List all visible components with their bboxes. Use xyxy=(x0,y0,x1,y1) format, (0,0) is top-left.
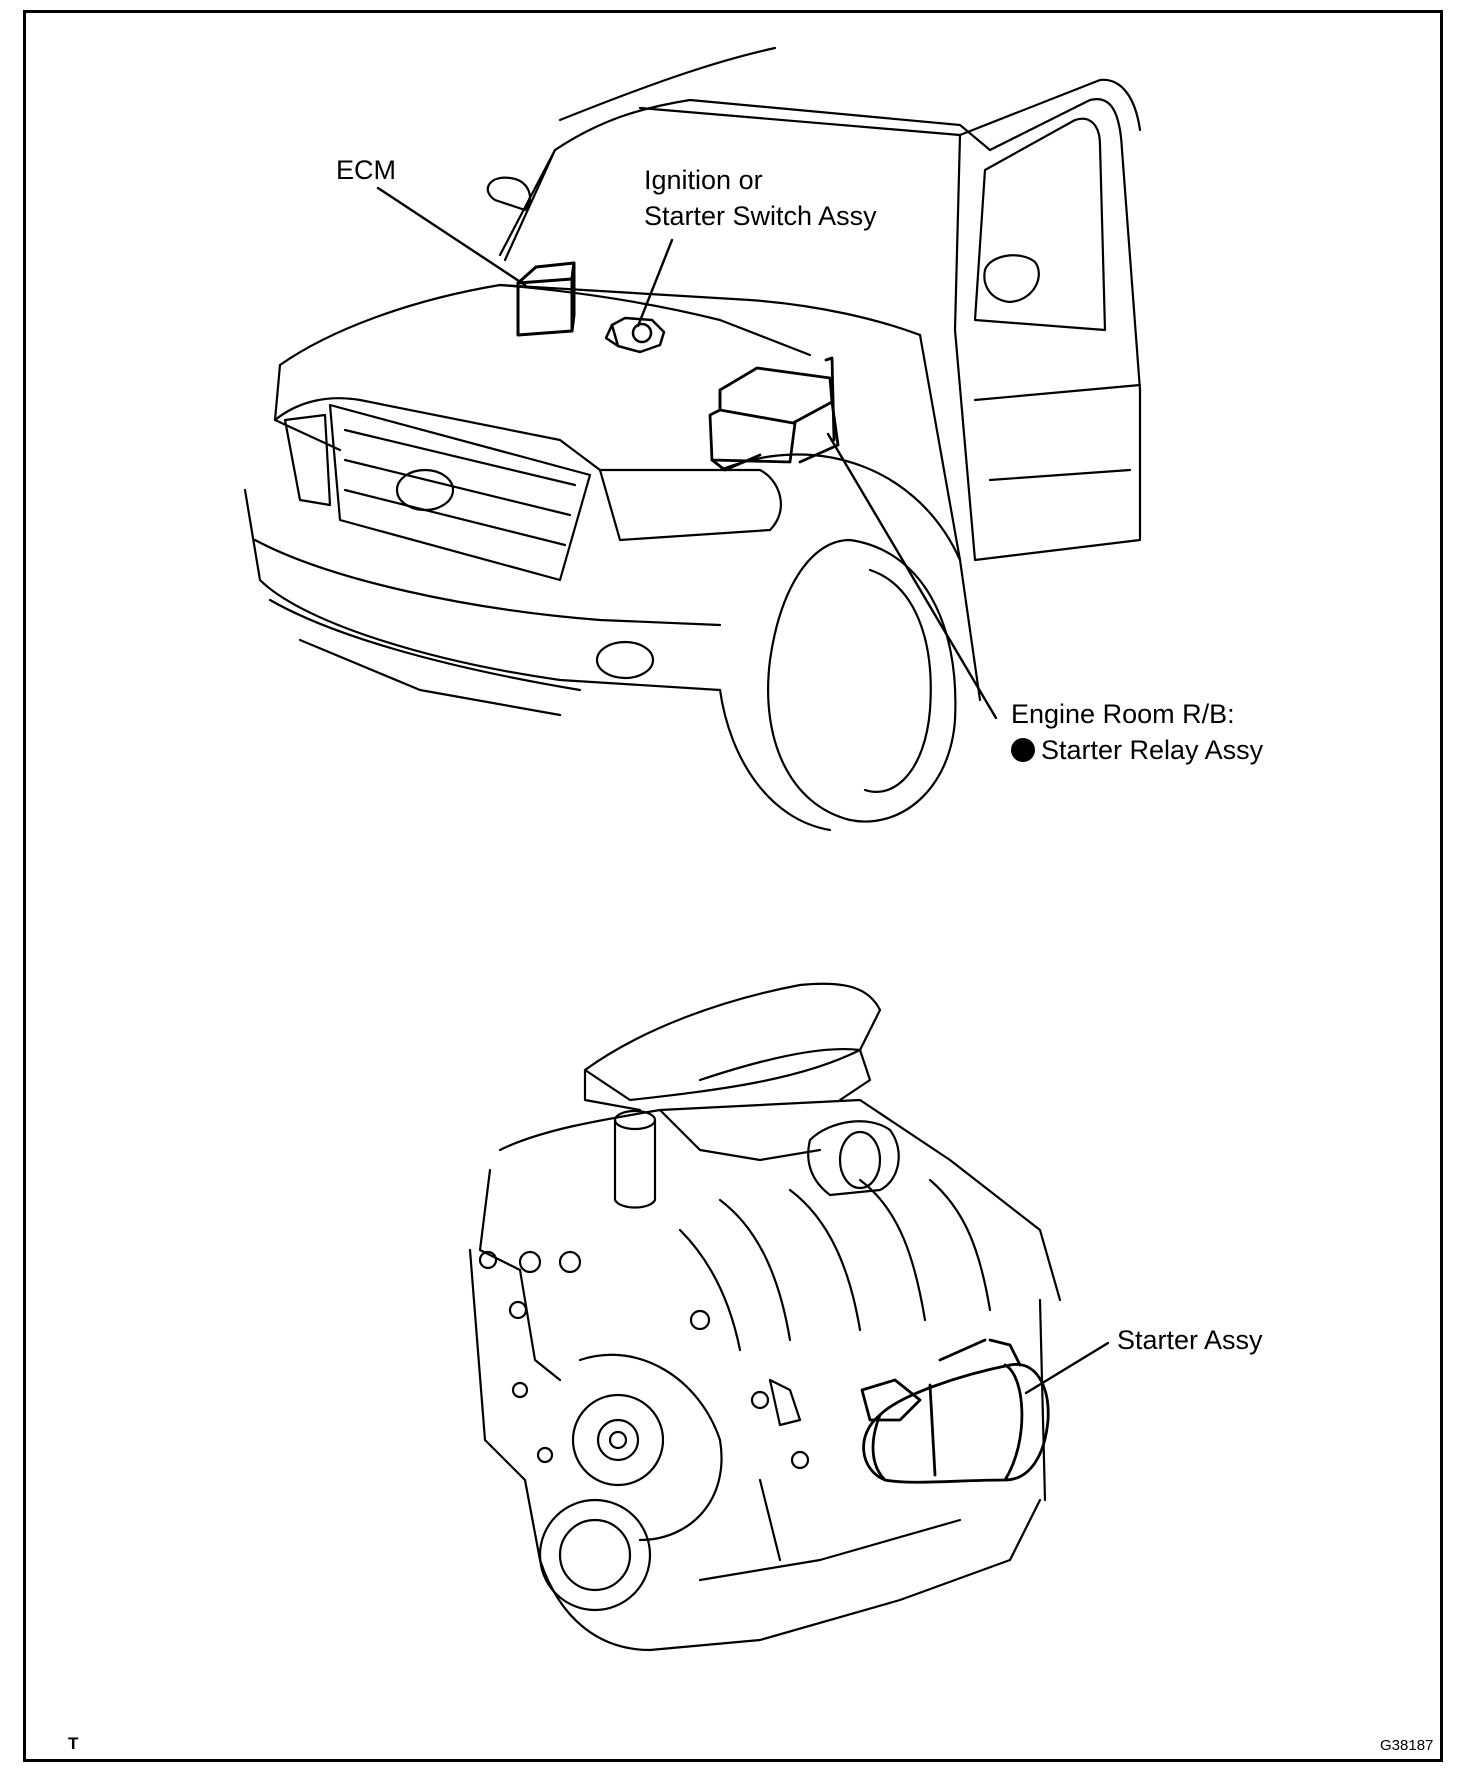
leader-lines-truck xyxy=(376,186,998,720)
diagram-frame xyxy=(23,10,1443,1762)
engine-room-rb-label: Engine Room R/B: Starter Relay Assy xyxy=(1011,696,1263,768)
leader-line-starter xyxy=(1024,1341,1110,1395)
relay-block-part xyxy=(708,356,840,472)
figure-code: G38187 xyxy=(1380,1737,1434,1754)
filled-circle-icon xyxy=(1011,738,1035,762)
starter-relay-item: Starter Relay Assy xyxy=(1011,732,1263,768)
starter-assy-label: Starter Assy xyxy=(1117,1325,1263,1355)
starter-relay-text: Starter Relay Assy xyxy=(1041,735,1264,765)
corner-mark: T xyxy=(68,1734,79,1753)
ignition-switch-part xyxy=(604,316,666,354)
engine-room-rb-heading: Engine Room R/B: xyxy=(1011,699,1235,729)
engine-drawing xyxy=(468,982,1062,1652)
ignition-label-line1: Ignition or xyxy=(644,165,763,195)
starter-motor-part xyxy=(860,1338,1050,1484)
ignition-label-line2: Starter Switch Assy xyxy=(644,201,877,231)
ignition-switch-label: Ignition or Starter Switch Assy xyxy=(644,162,877,234)
truck-drawing xyxy=(243,46,1142,832)
ecm-label: ECM xyxy=(336,155,396,185)
ecm-unit xyxy=(516,261,576,337)
